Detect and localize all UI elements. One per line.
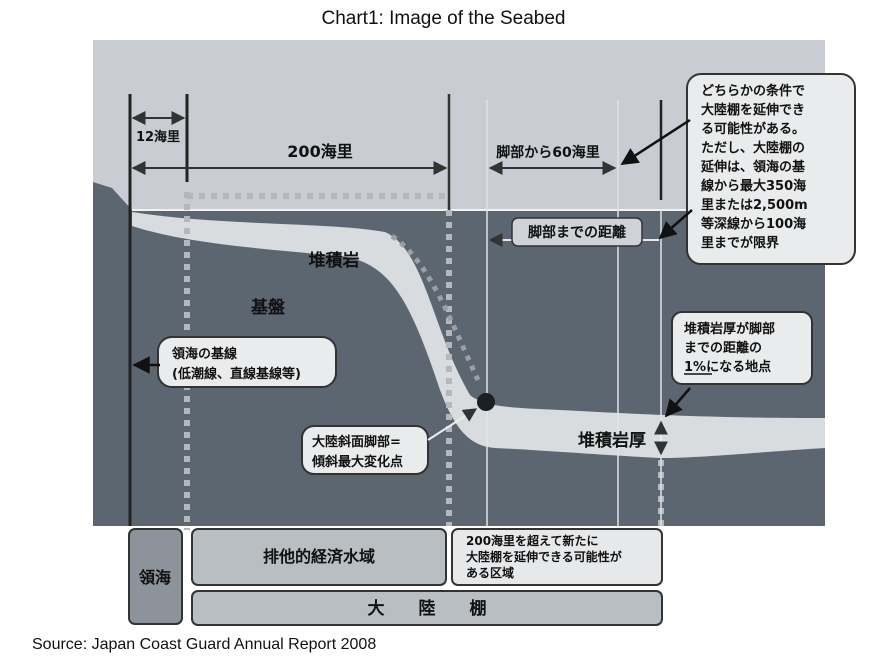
condition-line7: 里または2,500m [701, 198, 808, 213]
one-percent-line2: までの距離の [684, 340, 762, 356]
condition-line4: ただし、大陸棚の [701, 140, 805, 156]
slope-dotted-line [390, 233, 481, 382]
foot-distance-box [511, 217, 643, 247]
condition-line5: 延伸は、領海の基 [700, 159, 806, 175]
zone-beyond-200-line2: 大陸棚を延伸できる可能性が [466, 549, 622, 564]
zone-beyond-200-line1: 200海里を超えて新たに [466, 533, 598, 548]
foot-callout-line2: 傾斜最大変化点 [311, 454, 403, 470]
one-percent-arrow [664, 387, 691, 418]
coast-land [93, 182, 132, 210]
zone-continental-shelf [191, 590, 663, 626]
condition-arrow-upper [620, 118, 691, 166]
foot-callout-arrow [427, 408, 478, 441]
condition-line1: どちらかの条件で [701, 83, 805, 99]
condition-line6: 線から最大350海 [701, 178, 806, 194]
zone-eez-label: 排他的経済水域 [263, 547, 375, 566]
basement-label: 基盤 [250, 297, 286, 318]
foot-callout-line1: 大陸斜面脚部= [312, 434, 401, 450]
condition-line9: 里までが限界 [701, 235, 779, 251]
sediment-label: 堆積岩 [309, 250, 360, 271]
nm12-label: 12海里 [136, 129, 180, 145]
condition-callout [686, 73, 856, 265]
chart-title: Chart1: Image of the Seabed [321, 8, 566, 29]
foot-distance-label: 脚部までの距離 [528, 224, 626, 241]
source-note: Source: Japan Coast Guard Annual Report … [32, 636, 377, 653]
condition-line2: 大陸棚を延伸でき [701, 102, 805, 118]
zone-beyond-200 [451, 528, 663, 586]
sediment-thickness-label: 堆積岩厚 [578, 430, 646, 451]
condition-line3: る可能性がある。 [701, 121, 805, 137]
foot-point [477, 393, 495, 411]
foot-callout [301, 425, 429, 475]
zone-beyond-200-line3: ある区域 [466, 565, 514, 580]
foot60-label: 脚部から60海里 [496, 144, 599, 161]
sediment-layer [132, 212, 825, 458]
one-percent-line1: 堆積岩厚が脚部 [684, 321, 775, 337]
condition-line8: 等深線から100海 [700, 216, 806, 232]
nm200-label: 200海里 [287, 142, 352, 161]
baseline-callout [157, 336, 337, 388]
baseline-callout-line2: (低潮線、直線基線等) [172, 366, 301, 382]
baseline-callout-line1: 領海の基線 [172, 346, 238, 362]
condition-arrow-lower [658, 209, 693, 240]
zone-territorial-sea [128, 528, 183, 625]
zone-continental-shelf-label: 大 陸 棚 [368, 598, 487, 619]
one-percent-line3: 1%になる地点 [684, 359, 771, 375]
one-percent-callout [671, 311, 813, 385]
zone-eez [191, 528, 447, 586]
zone-territorial-sea-label: 領海 [139, 568, 171, 587]
